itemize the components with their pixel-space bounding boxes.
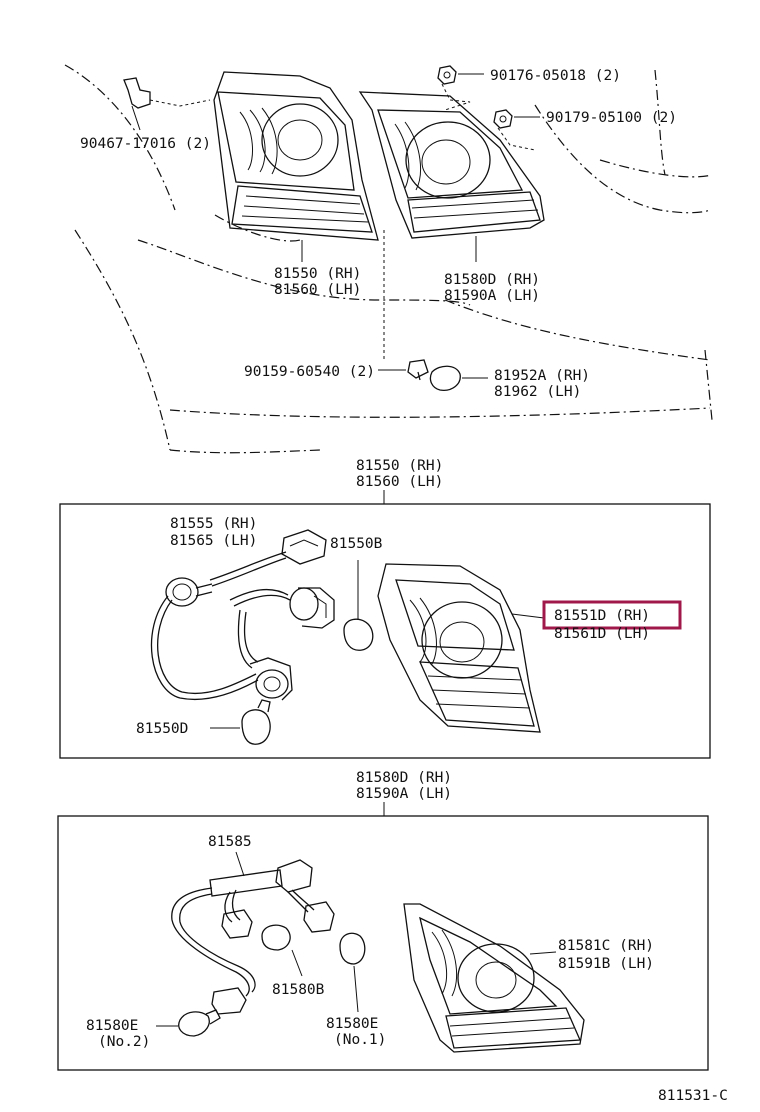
box2-title-lh: 81590A (LH) [356,786,452,802]
bulb-580e-b-note: (No.1) [334,1032,386,1048]
reflector-part [429,365,488,391]
inner-lamp-rh-number: 81580D (RH) [444,272,540,288]
outer-lamp-lh-number: 81560 (LH) [274,282,361,298]
harness-number: 81585 [208,834,252,850]
box1-title-lh: 81560 (LH) [356,474,443,490]
lens2-lh-number: 81591B (LH) [558,956,654,972]
bulb-81580b-a [261,924,291,951]
bulb-81550b [343,560,374,651]
screw-part [378,230,429,381]
box2-frame [57,815,709,1071]
lens2-rh-number: 81581C (RH) [558,938,654,954]
outer-lamp-assembly [213,71,379,262]
highlight-box [542,600,682,630]
socket-wire-harness [150,529,335,701]
bulb-580e-a-note: (No.2) [98,1034,150,1050]
clip-part-number: 90467-17016 (2) [80,136,211,152]
lens-lh-number: 81561D (LH) [554,626,650,642]
lens-81581c [403,903,585,1053]
nut-b-part-number: 90179-05100 (2) [546,110,677,126]
inner-lamp-lh-number: 81590A (LH) [444,288,540,304]
bulb-81580e-no2 [156,1009,221,1037]
outer-lamp-rh-number: 81550 (RH) [274,266,361,282]
diagram-ref: 811531-C [658,1088,728,1104]
bulb-d-number: 81550D [136,721,188,737]
bulb-81580b-b [339,932,366,1013]
clip-part [123,77,211,131]
reflector-lh-number: 81962 (LH) [494,384,581,400]
nut-icon-b [493,109,540,129]
socket-lh-number: 81565 (LH) [170,533,257,549]
lens-rh-number: 81551D (RH) [554,608,650,624]
socket-rh-number: 81555 (RH) [170,516,257,532]
screw-part-number: 90159-60540 (2) [244,364,375,380]
bulb-580b-number: 81580B [272,982,325,998]
box1-frame [59,503,711,759]
reflector-rh-number: 81952A (RH) [494,368,590,384]
bulb-81550d [210,699,271,745]
box2-title-rh: 81580D (RH) [356,770,452,786]
bulb-b-number: 81550B [330,536,383,552]
inner-lamp-assembly [358,91,545,262]
harness-81585 [171,851,335,1015]
body-outline [64,64,713,454]
bulb-580e-a-number: 81580E [86,1018,138,1034]
nut-icon-a [437,65,484,85]
nut-a-part-number: 90176-05018 (2) [490,68,621,84]
box1-title-rh: 81550 (RH) [356,458,443,474]
lens-81551d [377,563,545,733]
bulb-580e-b-number: 81580E [326,1016,378,1032]
